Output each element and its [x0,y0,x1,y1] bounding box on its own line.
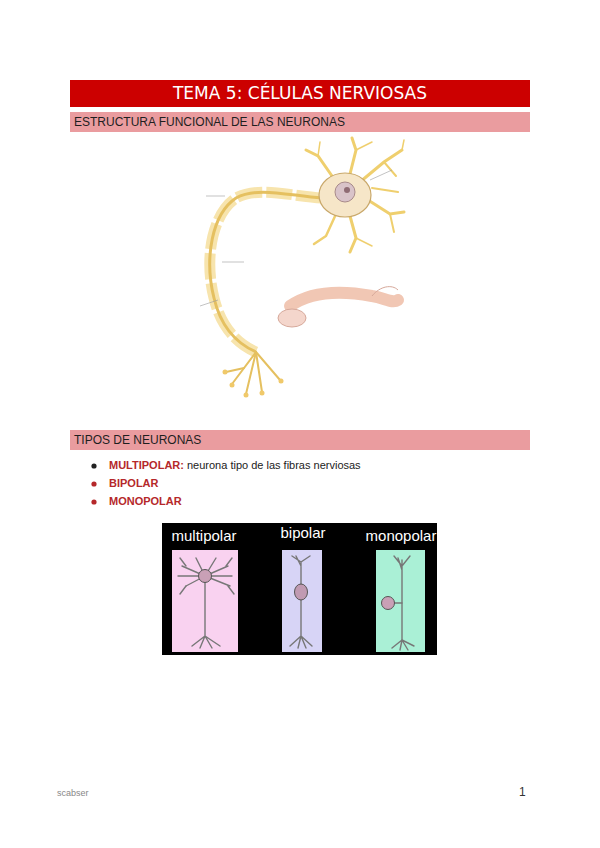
neuron-illustration [195,138,407,402]
section-heading: TIPOS DE NEURONAS [74,432,526,448]
panel-label: bipolar [280,524,325,543]
title-band: TEMA 5: CÉLULAS NERVIOSAS [70,80,530,107]
bullet-dot [91,463,96,504]
page-number: 1 [519,785,526,800]
bullet-term: MONOPOLAR [109,495,182,509]
panel-label: monopolar [366,527,437,546]
bullet-term: MULTIPOLAR: [109,459,184,473]
section-band: ESTRUCTURA FUNCIONAL DE LAS NEURONAS [70,112,530,132]
neuron-types-figure [162,523,437,655]
bullet-term: BIPOLAR [109,477,159,491]
bullet-text: neurona tipo de las fibras nerviosas [187,459,361,473]
section-band: TIPOS DE NEURONAS [70,430,530,450]
page-title: TEMA 5: CÉLULAS NERVIOSAS [70,80,530,107]
section-heading: ESTRUCTURA FUNCIONAL DE LAS NEURONAS [74,114,526,130]
footer-text: scabser [57,788,89,799]
panel-label: multipolar [171,527,236,546]
